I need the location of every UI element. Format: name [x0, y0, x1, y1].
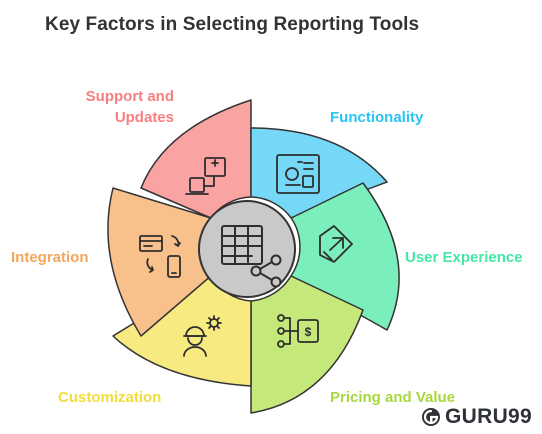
guru99-logo-icon [422, 408, 440, 426]
brand-name: GURU99 [445, 405, 532, 428]
segment-ux [290, 182, 400, 331]
pricing-flow-icon: $ [277, 314, 319, 348]
segment-pricing [250, 275, 364, 414]
brand: GURU99 [421, 406, 532, 428]
cursor-tag-icon [319, 225, 353, 263]
sync-devices-icon [139, 235, 181, 278]
label-support-line1: Support and [85, 88, 174, 105]
segment-customization [112, 275, 252, 387]
label-support: Support and Updates [62, 86, 174, 128]
label-pricing: Pricing and Value [330, 389, 456, 406]
label-functionality: Functionality [330, 109, 424, 126]
table-share-icon [221, 225, 282, 288]
label-customization: Customization [58, 389, 162, 406]
label-user-experience: User Experience [405, 249, 523, 266]
page-title: Key Factors in Selecting Reporting Tools [45, 14, 420, 35]
label-support-line2: Updates [114, 109, 174, 126]
segment-support [140, 99, 252, 219]
label-integration: Integration [11, 249, 89, 266]
worker-gear-icon [183, 315, 222, 357]
dashboard-icon [276, 154, 320, 194]
svg-text:$: $ [305, 325, 312, 339]
support-monitor-icon [185, 157, 226, 195]
